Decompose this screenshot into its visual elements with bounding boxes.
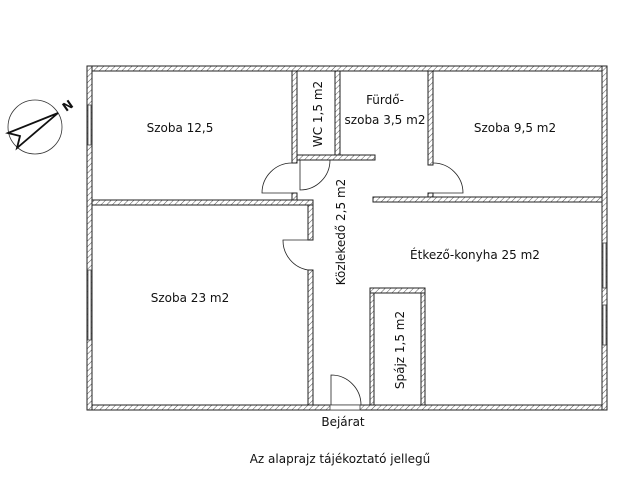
entrance-door (330, 374, 362, 406)
room-label: Étkező-konyha 25 m2 (410, 247, 540, 262)
window (602, 304, 607, 346)
room-label: WC 1,5 m2 (311, 81, 325, 147)
door (261, 162, 293, 194)
north-arrow-icon: N (5, 97, 76, 155)
room-label: Fürdő- (366, 93, 404, 107)
door (299, 159, 331, 191)
windows (87, 104, 607, 411)
room-label: Szoba 23 m2 (151, 291, 229, 305)
room-label: Szoba 12,5 (147, 121, 214, 135)
compass-label: N (60, 97, 76, 114)
window (602, 242, 607, 289)
disclaimer-note: Az alaprajz tájékoztató jellegű (250, 452, 431, 466)
room-label: Közlekedő 2,5 m2 (334, 179, 348, 286)
doors (261, 159, 464, 406)
room-label: Spájz 1,5 m2 (393, 311, 407, 389)
entrance-label: Bejárat (321, 415, 365, 429)
window (87, 104, 92, 146)
entrance-opening (329, 404, 361, 411)
door (432, 162, 464, 194)
door (282, 239, 309, 271)
window (87, 269, 92, 341)
room-label: szoba 3,5 m2 (345, 113, 426, 127)
room-label: Szoba 9,5 m2 (474, 121, 556, 135)
inner-walls (91, 70, 603, 406)
